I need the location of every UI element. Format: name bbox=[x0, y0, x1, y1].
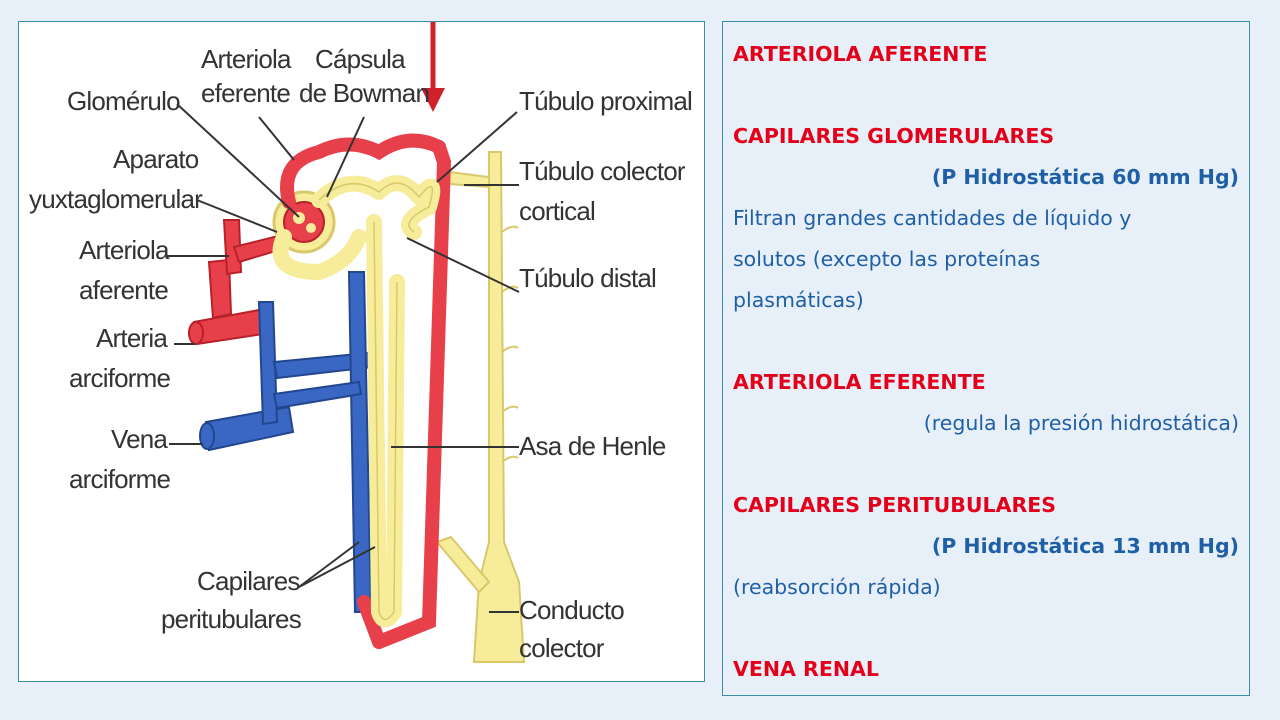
renal-vein-title: VENA RENAL bbox=[733, 657, 879, 681]
glomerular-title: CAPILARES GLOMERULARES bbox=[733, 124, 1055, 148]
label-capsula-1: Cápsula bbox=[315, 44, 406, 74]
glomerular-text-1: Filtran grandes cantidades de líquido y bbox=[733, 206, 1132, 230]
label-glomerulo: Glomérulo bbox=[67, 86, 180, 116]
glomerular-pressure: (P Hidrostática 60 mm Hg) bbox=[931, 165, 1239, 189]
efferent-title: ARTERIOLA EFERENTE bbox=[733, 370, 986, 394]
label-capsula-2: de Bowman bbox=[299, 78, 429, 108]
label-arteria-2: arciforme bbox=[69, 363, 170, 393]
label-vena-2: arciforme bbox=[69, 464, 170, 494]
nephron-illustration: Glomérulo Arteriola eferente Cápsula de … bbox=[29, 22, 693, 663]
label-aparato-1: Aparato bbox=[113, 144, 199, 174]
label-aparato-2: yuxtaglomerular bbox=[29, 184, 203, 214]
label-conducto-1: Conducto bbox=[519, 595, 624, 625]
collecting-duct-branches bbox=[501, 225, 519, 463]
spacer bbox=[733, 75, 1239, 116]
arcuate-artery bbox=[188, 219, 301, 346]
label-vena-1: Vena bbox=[111, 424, 168, 454]
leader-lines bbox=[167, 103, 520, 613]
spacer bbox=[733, 608, 1239, 649]
collecting-duct bbox=[435, 151, 526, 663]
glomerular-text-3: plasmáticas) bbox=[733, 288, 864, 312]
peritubular-text: (reabsorción rápida) bbox=[733, 575, 941, 599]
spacer bbox=[733, 444, 1239, 485]
label-capilares-2: peritubulares bbox=[161, 604, 302, 634]
peritubular-pressure: (P Hidrostática 13 mm Hg) bbox=[931, 534, 1239, 558]
label-tubulo-proximal: Túbulo proximal bbox=[519, 86, 692, 116]
label-asa-henle: Asa de Henle bbox=[519, 431, 666, 461]
label-arteriola-eferente-1: Arteriola bbox=[201, 44, 292, 74]
label-tubulo-distal: Túbulo distal bbox=[519, 263, 656, 293]
efferent-text: (regula la presión hidrostática) bbox=[923, 411, 1239, 435]
label-tubulo-colector-2: cortical bbox=[519, 196, 595, 226]
notes-panel: ARTERIOLA AFERENTE CAPILARES GLOMERULARE… bbox=[722, 21, 1250, 696]
label-arteriola-eferente-2: eferente bbox=[201, 78, 290, 108]
label-arteriola-aferente-2: aferente bbox=[79, 275, 168, 305]
diagram-labels: Glomérulo Arteriola eferente Cápsula de … bbox=[29, 44, 693, 663]
label-arteriola-aferente-1: Arteriola bbox=[79, 235, 170, 265]
label-conducto-2: colector bbox=[519, 633, 605, 663]
label-tubulo-colector-1: Túbulo colector bbox=[519, 156, 686, 186]
flow-arrow bbox=[421, 22, 445, 112]
tubule-outlines bbox=[318, 182, 434, 621]
nephron-diagram: Glomérulo Arteriola eferente Cápsula de … bbox=[18, 21, 705, 682]
spacer bbox=[733, 321, 1239, 362]
afferent-title: ARTERIOLA AFERENTE bbox=[733, 42, 988, 66]
efferent-arteriole bbox=[280, 133, 452, 649]
label-capilares-1: Capilares bbox=[197, 566, 300, 596]
glomerular-text-2: solutos (excepto las proteínas bbox=[733, 247, 1041, 271]
label-arteria-1: Arteria bbox=[96, 323, 168, 353]
peritubular-title: CAPILARES PERITUBULARES bbox=[733, 493, 1057, 517]
